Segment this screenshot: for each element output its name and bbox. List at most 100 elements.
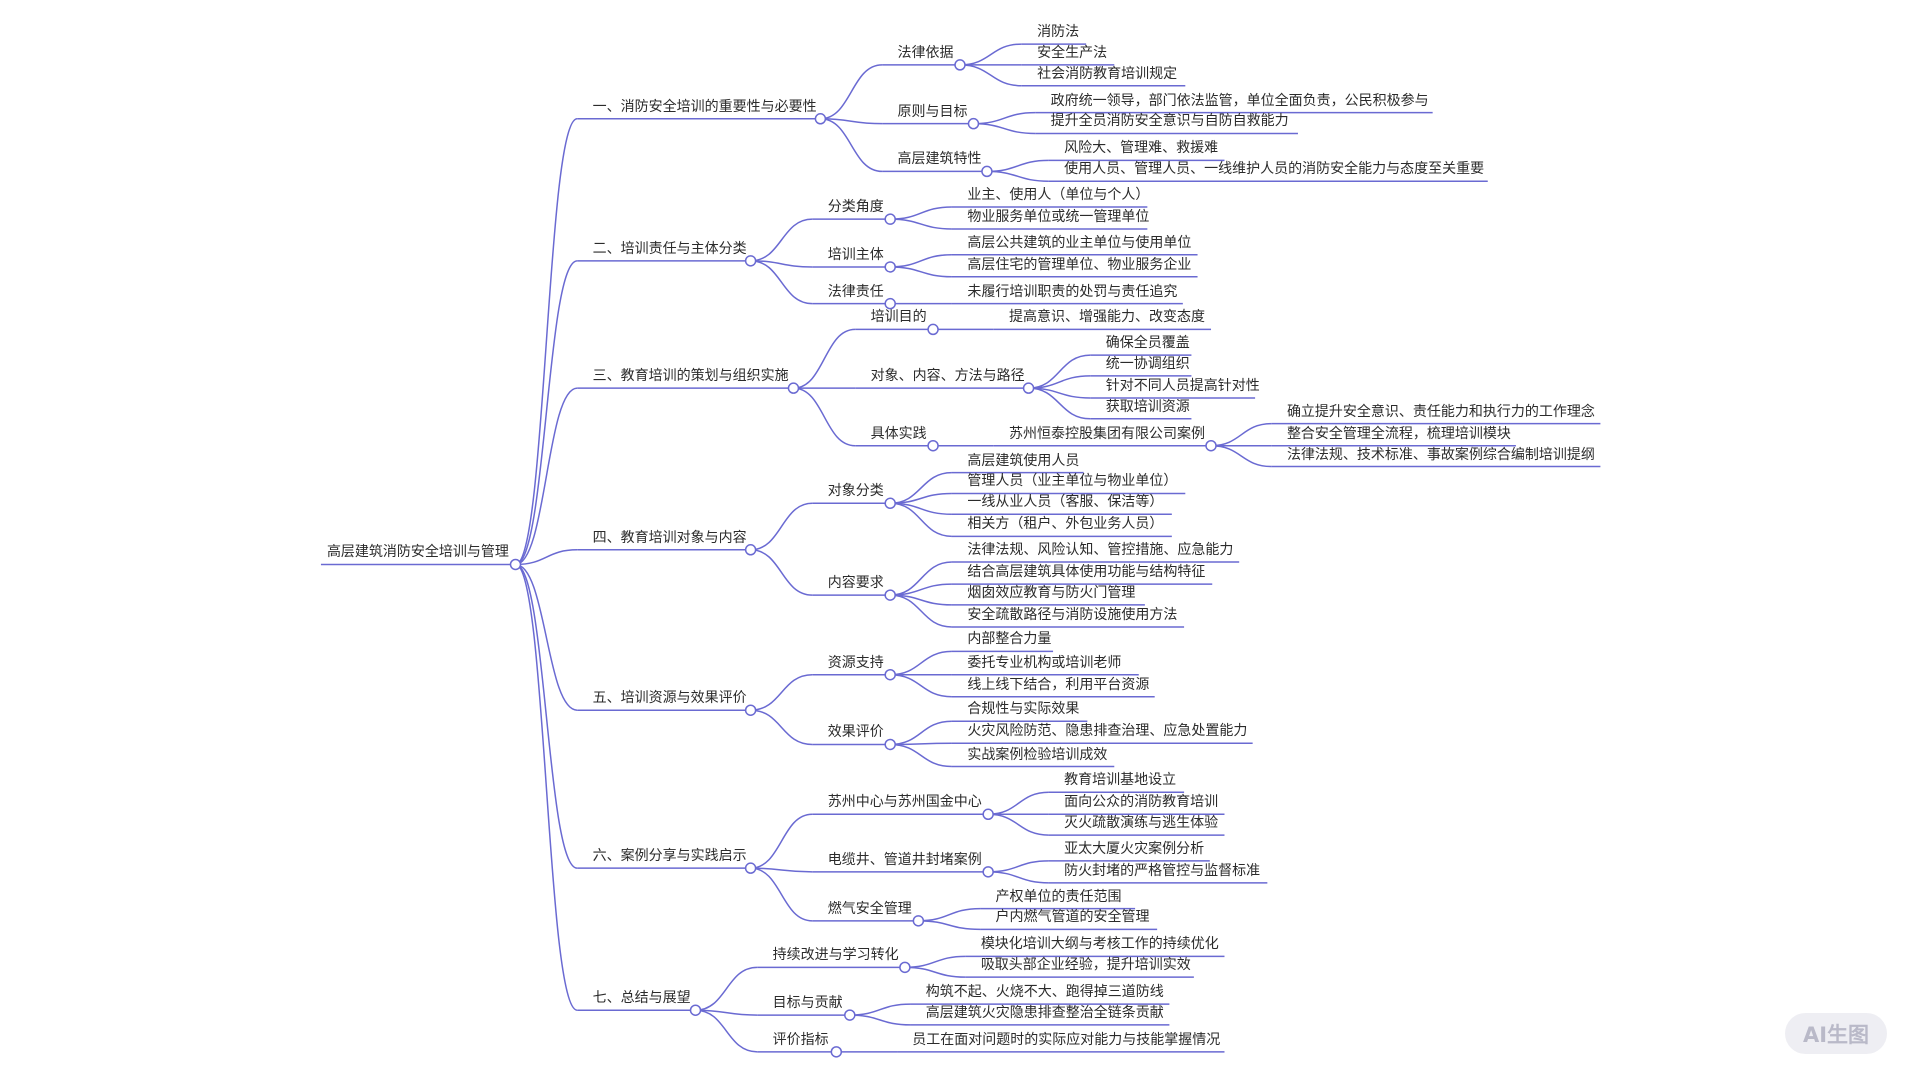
main-branch-topic[interactable]: 六、案例分享与实践启示 bbox=[592, 848, 747, 865]
collapse-toggle-icon[interactable] bbox=[1022, 382, 1035, 394]
leaf-topic[interactable]: 教育培训基地设立 bbox=[1064, 772, 1177, 789]
collapse-toggle-icon[interactable] bbox=[884, 297, 896, 310]
main-branch-topic[interactable]: 二、培训责任与主体分类 bbox=[592, 240, 747, 257]
subtopic[interactable]: 法律依据 bbox=[897, 44, 954, 61]
subtopic[interactable]: 燃气安全管理 bbox=[827, 900, 912, 917]
collapse-toggle-icon[interactable] bbox=[899, 961, 911, 974]
subtopic[interactable]: 法律责任 bbox=[827, 283, 884, 300]
leaf-topic[interactable]: 获取培训资源 bbox=[1105, 398, 1190, 415]
subtopic[interactable]: 培训主体 bbox=[827, 246, 884, 263]
collapse-toggle-icon[interactable] bbox=[954, 59, 966, 71]
collapse-toggle-icon[interactable] bbox=[884, 668, 896, 681]
collapse-toggle-icon[interactable] bbox=[689, 1004, 702, 1016]
leaf-topic[interactable]: 消防法 bbox=[1037, 24, 1080, 41]
leaf-topic[interactable]: 一线从业人员（客服、保洁等） bbox=[967, 494, 1164, 511]
subtopic[interactable]: 电缆井、管道井封堵案例 bbox=[827, 851, 982, 868]
leaf-topic[interactable]: 法律法规、风险认知、管控措施、应急能力 bbox=[967, 542, 1234, 559]
subtopic[interactable]: 培训目的 bbox=[870, 309, 927, 326]
leaf-topic[interactable]: 未履行培训职责的处罚与责任追究 bbox=[967, 283, 1178, 300]
subtopic[interactable]: 对象、内容、方法与路径 bbox=[870, 368, 1025, 385]
collapse-toggle-icon[interactable] bbox=[509, 558, 522, 571]
subtopic[interactable]: 对象分类 bbox=[827, 483, 884, 500]
leaf-topic[interactable]: 统一协调组织 bbox=[1105, 355, 1190, 372]
leaf-topic[interactable]: 提高意识、增强能力、改变态度 bbox=[1008, 309, 1205, 326]
leaf-topic[interactable]: 高层建筑使用人员 bbox=[967, 452, 1080, 469]
main-branch-topic[interactable]: 四、教育培训对象与内容 bbox=[592, 529, 747, 546]
subtopic[interactable]: 资源支持 bbox=[827, 654, 884, 671]
leaf-topic[interactable]: 灭火疏散演练与逃生体验 bbox=[1064, 815, 1219, 832]
leaf-topic[interactable]: 使用人员、管理人员、一线维护人员的消防安全能力与态度至关重要 bbox=[1064, 161, 1485, 178]
collapse-toggle-icon[interactable] bbox=[814, 113, 827, 125]
leaf-topic[interactable]: 内部整合力量 bbox=[967, 631, 1052, 648]
leaf-topic[interactable]: 整合安全管理全流程，梳理培训模块 bbox=[1286, 425, 1511, 442]
main-branch-topic[interactable]: 五、培训资源与效果评价 bbox=[592, 690, 747, 707]
subtopic[interactable]: 苏州恒泰控股集团有限公司案例 bbox=[1008, 425, 1205, 442]
collapse-toggle-icon[interactable] bbox=[884, 738, 896, 751]
leaf-topic[interactable]: 管理人员（业主单位与物业单位） bbox=[967, 473, 1178, 490]
subtopic[interactable]: 原则与目标 bbox=[897, 103, 968, 120]
subtopic[interactable]: 评价指标 bbox=[772, 1031, 829, 1048]
collapse-toggle-icon[interactable] bbox=[744, 255, 757, 267]
root-topic[interactable]: 高层建筑消防安全培训与管理 bbox=[326, 544, 509, 561]
leaf-topic[interactable]: 提升全员消防安全意识与自防自救能力 bbox=[1050, 113, 1289, 130]
leaf-topic[interactable]: 结合高层建筑具体使用功能与结构特征 bbox=[967, 564, 1206, 581]
leaf-topic[interactable]: 政府统一领导，部门依法监管，单位全面负责，公民积极参与 bbox=[1050, 92, 1429, 109]
leaf-topic[interactable]: 高层建筑火灾隐患排查整治全链条贡献 bbox=[925, 1004, 1164, 1021]
main-branch-topic[interactable]: 一、消防安全培训的重要性与必要性 bbox=[592, 98, 817, 115]
collapse-toggle-icon[interactable] bbox=[912, 915, 925, 927]
collapse-toggle-icon[interactable] bbox=[884, 261, 896, 273]
leaf-topic[interactable]: 防火封堵的严格管控与监督标准 bbox=[1064, 862, 1261, 879]
collapse-toggle-icon[interactable] bbox=[927, 439, 939, 452]
leaf-topic[interactable]: 风险大、管理难、救援难 bbox=[1064, 140, 1219, 157]
collapse-toggle-icon[interactable] bbox=[982, 866, 994, 878]
collapse-toggle-icon[interactable] bbox=[981, 165, 993, 178]
leaf-topic[interactable]: 安全疏散路径与消防设施使用方法 bbox=[967, 606, 1178, 623]
leaf-topic[interactable]: 相关方（租户、外包业务人员） bbox=[967, 516, 1164, 533]
leaf-topic[interactable]: 针对不同人员提高针对性 bbox=[1105, 377, 1260, 394]
subtopic[interactable]: 目标与贡献 bbox=[772, 995, 843, 1012]
collapse-toggle-icon[interactable] bbox=[884, 497, 896, 510]
collapse-toggle-icon[interactable] bbox=[884, 213, 896, 225]
leaf-topic[interactable]: 实战案例检验培训成效 bbox=[967, 746, 1108, 763]
leaf-topic[interactable]: 亚太大厦火灾案例分析 bbox=[1064, 840, 1205, 857]
leaf-topic[interactable]: 火灾风险防范、隐患排查治理、应急处置能力 bbox=[967, 723, 1248, 740]
leaf-topic[interactable]: 吸取头部企业经验，提升培训实效 bbox=[980, 957, 1191, 974]
leaf-topic[interactable]: 构筑不起、火烧不大、跑得掉三道防线 bbox=[925, 984, 1164, 1001]
collapse-toggle-icon[interactable] bbox=[744, 862, 757, 874]
ai-generate-image-button[interactable]: AI生图 bbox=[1785, 1013, 1887, 1054]
collapse-toggle-icon[interactable] bbox=[830, 1046, 843, 1058]
collapse-toggle-icon[interactable] bbox=[787, 382, 800, 394]
subtopic[interactable]: 分类角度 bbox=[827, 199, 884, 216]
leaf-topic[interactable]: 安全生产法 bbox=[1037, 44, 1108, 61]
collapse-toggle-icon[interactable] bbox=[927, 323, 939, 336]
main-branch-topic[interactable]: 三、教育培训的策划与组织实施 bbox=[592, 368, 789, 385]
collapse-toggle-icon[interactable] bbox=[744, 544, 757, 556]
leaf-topic[interactable]: 面向公众的消防教育培训 bbox=[1064, 794, 1219, 811]
leaf-topic[interactable]: 模块化培训大纲与考核工作的持续优化 bbox=[980, 936, 1219, 953]
subtopic[interactable]: 效果评价 bbox=[827, 724, 884, 741]
leaf-topic[interactable]: 合规性与实际效果 bbox=[967, 701, 1080, 718]
subtopic[interactable]: 苏州中心与苏州国金中心 bbox=[827, 794, 982, 811]
collapse-toggle-icon[interactable] bbox=[1205, 439, 1217, 452]
leaf-topic[interactable]: 产权单位的责任范围 bbox=[995, 888, 1122, 905]
leaf-topic[interactable]: 确立提升安全意识、责任能力和执行力的工作理念 bbox=[1286, 403, 1595, 420]
collapse-toggle-icon[interactable] bbox=[844, 1009, 856, 1021]
leaf-topic[interactable]: 物业服务单位或统一管理单位 bbox=[967, 208, 1150, 225]
subtopic[interactable]: 高层建筑特性 bbox=[897, 151, 982, 168]
leaf-topic[interactable]: 高层住宅的管理单位、物业服务企业 bbox=[967, 256, 1192, 273]
leaf-topic[interactable]: 户内燃气管道的安全管理 bbox=[995, 909, 1150, 926]
collapse-toggle-icon[interactable] bbox=[967, 117, 980, 130]
leaf-topic[interactable]: 社会消防教育培训规定 bbox=[1037, 65, 1178, 82]
subtopic[interactable]: 内容要求 bbox=[827, 575, 884, 592]
leaf-topic[interactable]: 员工在面对问题时的实际应对能力与技能掌握情况 bbox=[912, 1031, 1221, 1048]
subtopic[interactable]: 持续改进与学习转化 bbox=[772, 947, 899, 964]
main-branch-topic[interactable]: 七、总结与展望 bbox=[592, 990, 691, 1007]
leaf-topic[interactable]: 法律法规、技术标准、事故案例综合编制培训提纲 bbox=[1286, 446, 1595, 463]
subtopic[interactable]: 具体实践 bbox=[870, 425, 927, 442]
collapse-toggle-icon[interactable] bbox=[884, 589, 896, 601]
collapse-toggle-icon[interactable] bbox=[982, 808, 994, 821]
leaf-topic[interactable]: 业主、使用人（单位与个人） bbox=[967, 186, 1150, 203]
collapse-toggle-icon[interactable] bbox=[744, 704, 757, 716]
leaf-topic[interactable]: 委托专业机构或培训老师 bbox=[967, 654, 1122, 671]
leaf-topic[interactable]: 线上线下结合，利用平台资源 bbox=[967, 676, 1150, 693]
